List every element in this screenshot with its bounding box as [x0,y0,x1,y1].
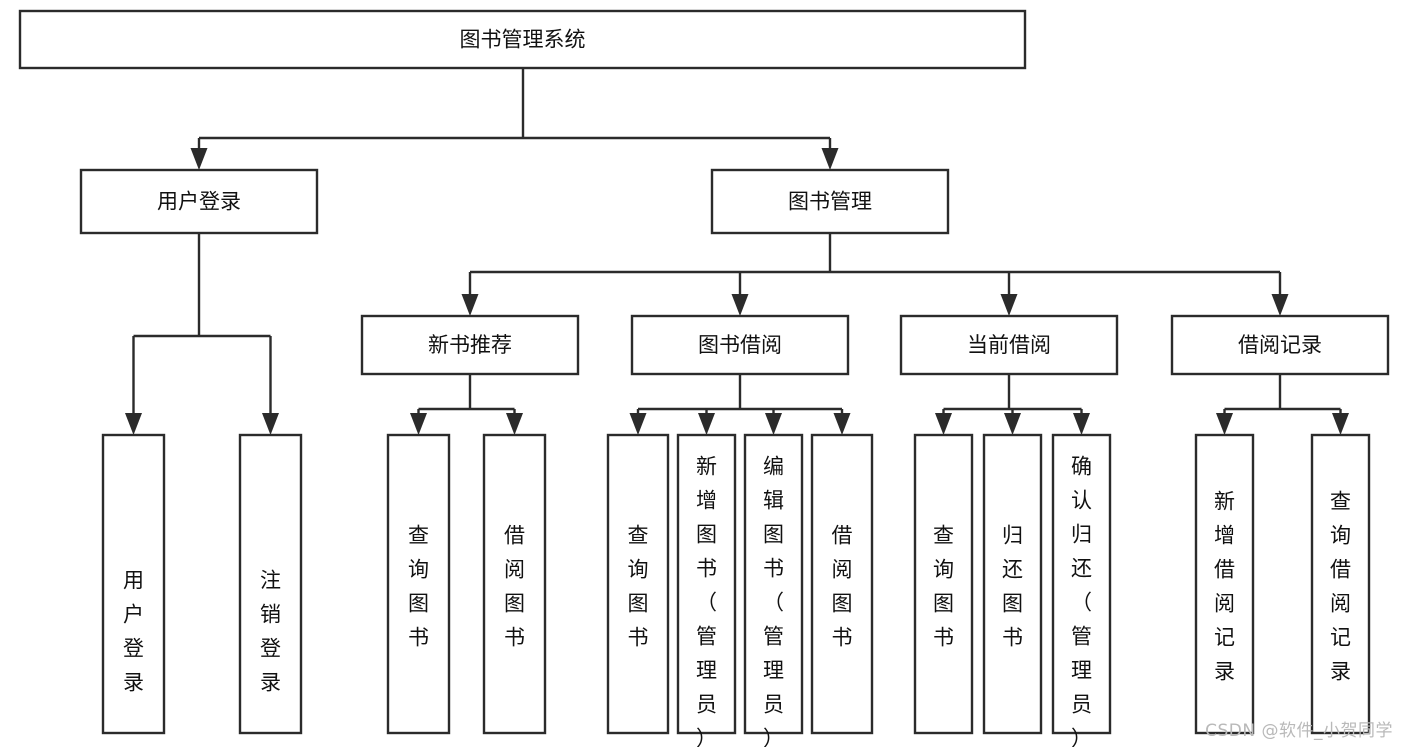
arrow-head-icon [1073,413,1090,435]
node-current-borrow[interactable]: 当前借阅 [899,314,1119,376]
node-label: 编辑图书（管理员） [763,455,784,747]
arrow-head-icon [629,413,647,435]
node-box [606,433,670,735]
node-label: 图书借阅 [698,333,782,357]
node-box [18,9,1027,70]
node-leaf-cur-query[interactable]: 查询图书 [913,433,974,735]
node-user-login[interactable]: 用户登录 [79,168,319,235]
node-box [1310,433,1371,735]
node-new-book-rec[interactable]: 新书推荐 [360,314,580,376]
node-box [743,433,804,735]
node-label: 借阅记录 [1238,333,1322,357]
arrow-head-icon [765,413,782,435]
node-leaf-cur-return[interactable]: 归还图书 [982,433,1043,735]
node-leaf-borrow-add[interactable]: 新增图书（管理员） [676,433,737,747]
arrow-head-icon [506,413,523,435]
node-box [710,168,950,235]
node-label: 注销登录 [260,569,281,695]
arrow-head-icon [935,413,952,435]
node-leaf-rec-add[interactable]: 新增借阅记录 [1194,433,1255,735]
node-label: 查询图书 [933,524,954,650]
node-box [79,168,319,235]
node-box [676,433,737,735]
node-label: 当前借阅 [967,333,1051,357]
node-leaf-rec-borrow[interactable]: 借阅图书 [482,433,547,735]
arrow-head-icon [1216,413,1233,435]
node-box [1194,433,1255,735]
arrow-head-icon [1000,294,1018,316]
node-box [386,433,451,735]
arrow-head-icon [461,294,479,316]
node-label: 新书推荐 [428,333,512,357]
arrow-head-icon [833,413,851,435]
node-borrow-record[interactable]: 借阅记录 [1170,314,1390,376]
node-box [1051,433,1112,735]
node-label: 查询借阅记录 [1330,490,1351,684]
node-box [360,314,580,376]
node-leaf-cur-confirm[interactable]: 确认归还（管理员） [1051,433,1112,747]
arrow-head-icon [821,148,839,170]
node-leaf-borrow-edit[interactable]: 编辑图书（管理员） [743,433,804,747]
arrow-head-icon [1332,413,1349,435]
node-layer: 图书管理系统用户登录图书管理新书推荐图书借阅当前借阅借阅记录用户登录注销登录查询… [18,9,1390,747]
node-leaf-logout[interactable]: 注销登录 [238,433,303,735]
node-leaf-user-login[interactable]: 用户登录 [101,433,166,735]
arrow-head-icon [190,148,208,170]
node-label: 图书管理系统 [460,28,586,52]
arrow-head-icon [731,294,749,316]
node-label: 新增借阅记录 [1214,490,1235,684]
node-box [810,433,874,735]
node-label: 确认归还（管理员） [1071,455,1092,747]
arrow-head-icon [262,413,279,435]
node-book-borrow[interactable]: 图书借阅 [630,314,850,376]
node-label: 图书管理 [788,190,872,214]
node-label: 借阅图书 [832,524,853,650]
node-leaf-borrow-lend[interactable]: 借阅图书 [810,433,874,735]
node-leaf-borrow-query[interactable]: 查询图书 [606,433,670,735]
node-box [982,433,1043,735]
node-label: 借阅图书 [504,524,525,650]
node-label: 用户登录 [123,569,144,695]
node-book-manage[interactable]: 图书管理 [710,168,950,235]
node-label: 归还图书 [1002,524,1023,650]
node-label: 用户登录 [157,190,241,214]
node-leaf-rec-search[interactable]: 查询借阅记录 [1310,433,1371,735]
node-box [630,314,850,376]
node-label: 查询图书 [408,524,429,650]
node-root[interactable]: 图书管理系统 [18,9,1027,70]
node-label: 新增图书（管理员） [696,455,717,747]
arrow-head-icon [1271,294,1289,316]
node-leaf-rec-query[interactable]: 查询图书 [386,433,451,735]
connector-layer [125,68,1349,435]
node-box [899,314,1119,376]
node-box [238,433,303,735]
arrow-head-icon [410,413,427,435]
arrow-head-icon [125,413,142,435]
node-box [482,433,547,735]
node-label: 查询图书 [628,524,649,650]
arrow-head-icon [1004,413,1021,435]
arrow-head-icon [698,413,715,435]
node-box [913,433,974,735]
node-box [1170,314,1390,376]
node-box [101,433,166,735]
